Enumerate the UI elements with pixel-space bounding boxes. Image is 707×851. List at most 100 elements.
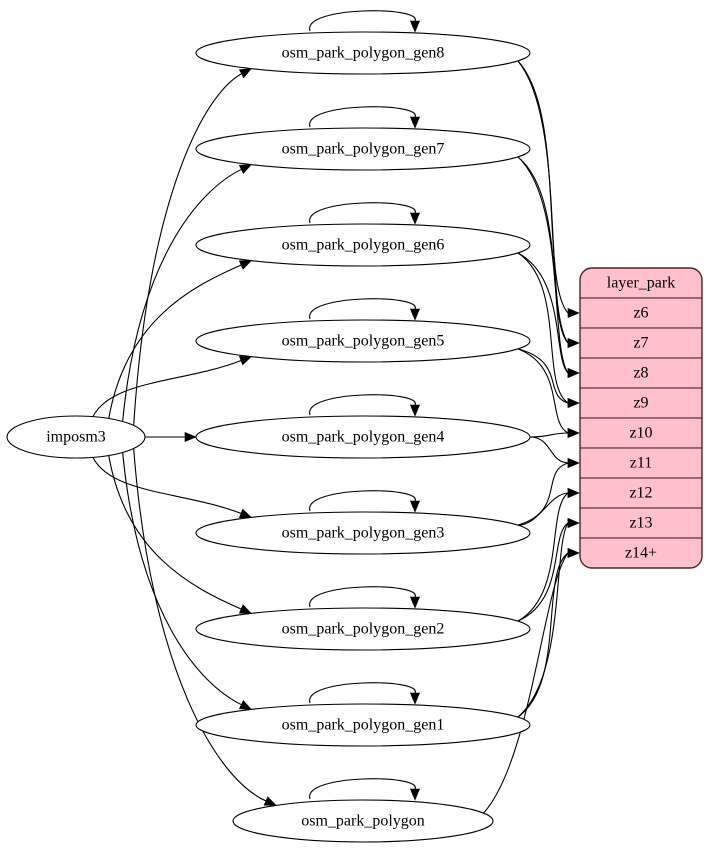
node-label-gen6: osm_park_polygon_gen6 xyxy=(282,237,445,254)
self-loop-gen1 xyxy=(309,682,416,704)
node-label-gen4: osm_park_polygon_gen4 xyxy=(282,429,445,446)
arrow-imposm3-to-gen1 xyxy=(238,699,252,710)
generalization-node-gen5[interactable]: osm_park_polygon_gen5 xyxy=(195,319,531,363)
table-row-z8[interactable]: z8 xyxy=(580,357,702,389)
self-loop-base xyxy=(309,778,416,800)
arrow-imposm3-to-base xyxy=(263,796,277,806)
table-row-z9[interactable]: z9 xyxy=(580,387,702,419)
layer-table-group[interactable]: layer_park z6 z7 z8 z9 z10 z11 z12 z13 z14+ xyxy=(579,267,703,569)
self-loop-layer xyxy=(309,10,421,801)
table-row-z7[interactable]: z7 xyxy=(580,327,702,359)
generalization-node-base[interactable]: osm_park_polygon xyxy=(232,799,494,843)
table-row-label-z11: z11 xyxy=(630,455,653,472)
edge-imposm3-to-gen1 xyxy=(122,452,243,706)
node-ellipse-gen7[interactable] xyxy=(195,127,531,171)
arrow-gen1-to-z13 xyxy=(567,517,580,529)
arrow-imposm3-to-gen5 xyxy=(238,356,252,366)
table-row-z14+[interactable]: z14+ xyxy=(580,537,702,568)
table-cell-bg-z13 xyxy=(580,507,702,539)
self-loop-arrow-gen4 xyxy=(409,404,421,417)
self-loop-gen3 xyxy=(309,490,416,512)
table-row-label-z8: z8 xyxy=(633,365,648,382)
table-row-z6[interactable]: z6 xyxy=(580,297,702,329)
edge-imposm3-to-gen2 xyxy=(108,455,243,610)
arrow-gen4-to-z10 xyxy=(567,427,580,439)
edge-imposm3-to-gen6 xyxy=(108,264,243,419)
edge-base-to-z14+ xyxy=(483,552,569,814)
table-header-row[interactable]: layer_park xyxy=(580,268,702,299)
table-row-label-z13: z13 xyxy=(629,515,652,532)
node-label-gen2: osm_park_polygon_gen2 xyxy=(282,621,445,638)
edge-layer xyxy=(92,60,580,814)
node-ellipse-gen2[interactable] xyxy=(195,607,531,651)
arrow-gen8-to-z6 xyxy=(567,307,580,319)
edge-gen5-to-z10 xyxy=(517,348,569,434)
arrow-imposm3-to-gen8 xyxy=(238,68,252,79)
self-loop-gen5 xyxy=(309,298,416,320)
table-cell-bg-z9 xyxy=(580,387,702,419)
node-ellipse-gen3[interactable] xyxy=(195,511,531,555)
self-loop-arrow-gen3 xyxy=(409,500,421,513)
arrow-gen2-to-z12 xyxy=(567,487,580,499)
arrow-imposm3-to-gen2 xyxy=(238,604,252,614)
edge-gen2-to-z13 xyxy=(517,522,569,622)
table-row-label-z7: z7 xyxy=(633,335,648,352)
edge-imposm3-to-gen5 xyxy=(92,359,243,417)
node-layer: imposm3 osm_park_polygon_gen8 osm_park_pol… xyxy=(6,31,531,843)
node-label-imposm3: imposm3 xyxy=(46,429,106,446)
table-header-label: layer_park xyxy=(607,275,675,292)
generalization-node-gen7[interactable]: osm_park_polygon_gen7 xyxy=(195,127,531,171)
generalization-node-gen3[interactable]: osm_park_polygon_gen3 xyxy=(195,511,531,555)
node-label-gen1: osm_park_polygon_gen1 xyxy=(282,717,445,734)
self-loop-gen2 xyxy=(309,586,416,608)
edge-gen5-to-z9 xyxy=(517,348,569,404)
arrow-base-to-z14+ xyxy=(567,547,580,559)
table-cell-bg-z11 xyxy=(580,447,702,479)
generalization-node-gen1[interactable]: osm_park_polygon_gen1 xyxy=(195,703,531,747)
node-ellipse-base[interactable] xyxy=(232,799,494,843)
edge-gen1-to-z14+ xyxy=(517,552,569,718)
node-ellipse-gen1[interactable] xyxy=(195,703,531,747)
generalization-node-gen2[interactable]: osm_park_polygon_gen2 xyxy=(195,607,531,651)
table-cell-bg-z14+ xyxy=(580,537,702,568)
node-ellipse-gen8[interactable] xyxy=(195,31,531,75)
generalization-node-gen4[interactable]: osm_park_polygon_gen4 xyxy=(195,415,531,459)
node-label-base: osm_park_polygon xyxy=(301,813,425,830)
edge-gen3-to-z11 xyxy=(517,462,569,526)
self-loop-arrow-gen6 xyxy=(409,212,421,225)
node-ellipse-imposm3[interactable] xyxy=(6,415,146,459)
self-loop-arrow-base xyxy=(409,788,421,801)
table-row-z10[interactable]: z10 xyxy=(580,417,702,449)
table-cell-bg-z6 xyxy=(580,297,702,329)
arrow-gen5-to-z9 xyxy=(567,397,580,409)
table-row-z13[interactable]: z13 xyxy=(580,507,702,539)
self-loop-gen7 xyxy=(309,106,416,128)
edge-gen8-to-z6 xyxy=(517,60,569,314)
arrow-imposm3-to-gen7 xyxy=(238,164,252,175)
arrow-gen6-to-z8 xyxy=(567,367,580,379)
node-ellipse-gen4[interactable] xyxy=(195,415,531,459)
generalization-node-gen8[interactable]: osm_park_polygon_gen8 xyxy=(195,31,531,75)
node-ellipse-gen6[interactable] xyxy=(195,223,531,267)
layer-table-outline xyxy=(579,267,703,569)
edge-imposm3-to-gen7 xyxy=(122,168,243,422)
generalization-node-gen6[interactable]: osm_park_polygon_gen6 xyxy=(195,223,531,267)
table-row-z12[interactable]: z12 xyxy=(580,477,702,509)
table-cell-bg-z12 xyxy=(580,477,702,509)
node-ellipse-gen5[interactable] xyxy=(195,319,531,363)
table-row-label-z10: z10 xyxy=(629,425,652,442)
edge-gen6-to-z9 xyxy=(517,252,569,404)
edge-gen4-to-z10 xyxy=(529,432,570,438)
edge-gen7-to-z7 xyxy=(517,156,569,344)
self-loop-arrow-gen5 xyxy=(409,308,421,321)
source-node-imposm3[interactable]: imposm3 xyxy=(6,415,146,459)
table-row-z11[interactable]: z11 xyxy=(580,447,702,479)
edge-gen7-to-z8 xyxy=(517,156,569,374)
self-loop-gen4 xyxy=(309,394,416,416)
edge-imposm3-to-base xyxy=(133,448,268,802)
node-label-gen5: osm_park_polygon_gen5 xyxy=(282,333,445,350)
arrow-imposm3-to-gen3 xyxy=(238,508,252,518)
node-label-gen3: osm_park_polygon_gen3 xyxy=(282,525,445,542)
